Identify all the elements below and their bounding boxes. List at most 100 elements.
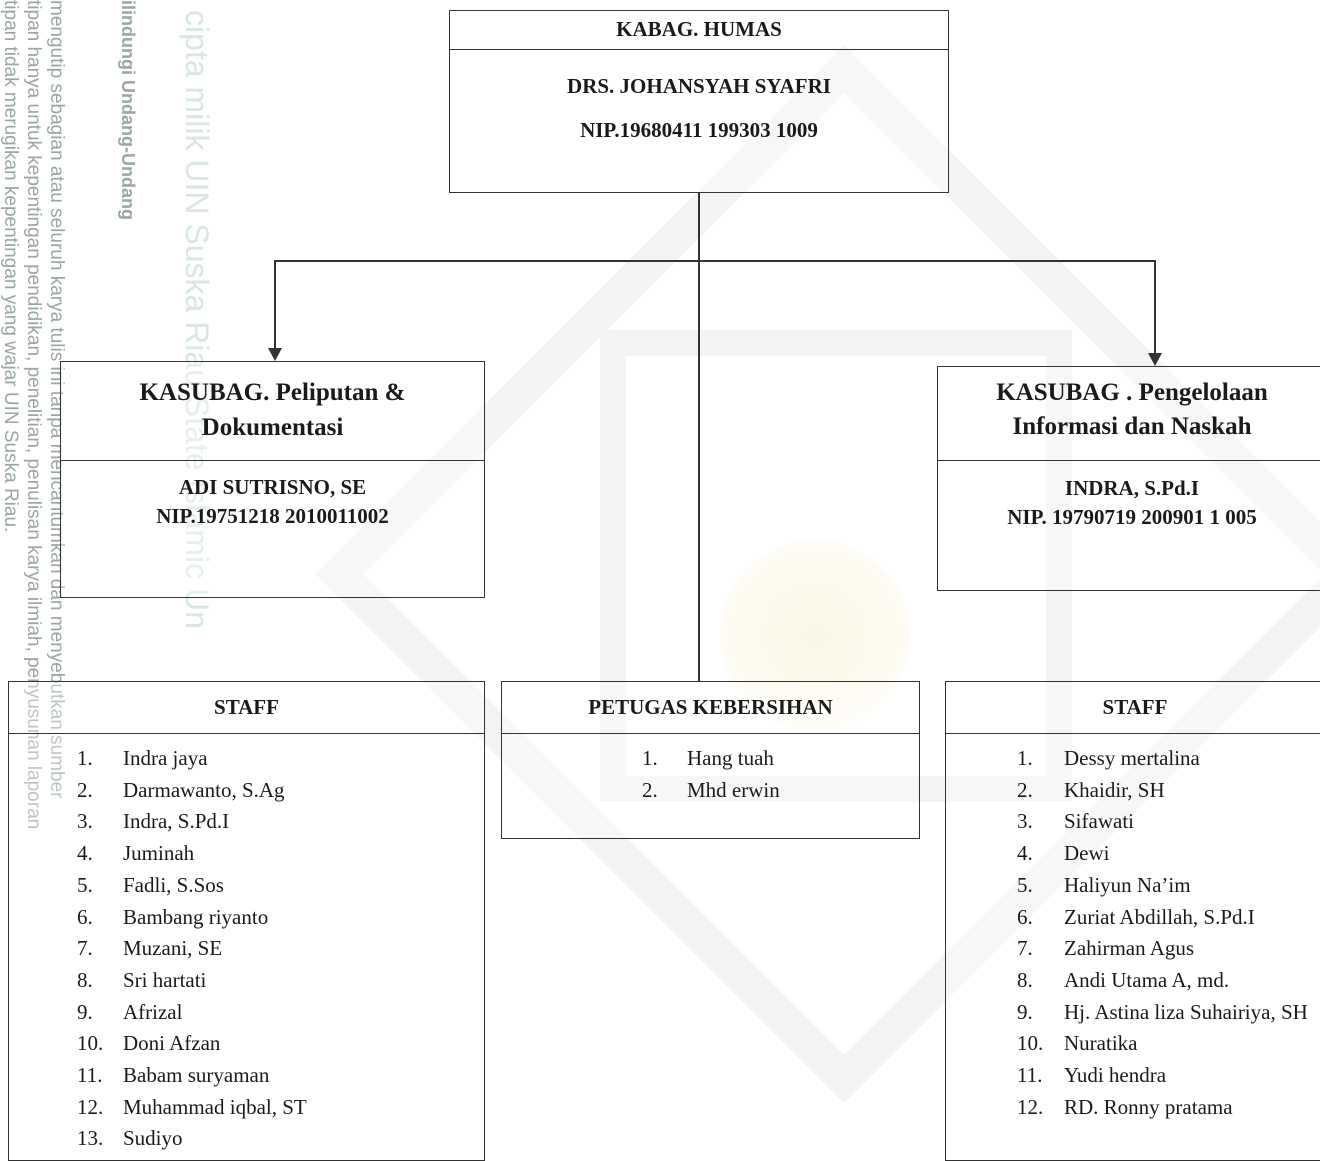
list-item: 7. Muzani, SE	[9, 933, 484, 965]
list-item-number: 9.	[77, 999, 93, 1024]
list-item-number: 3.	[77, 809, 93, 834]
copyright-heading: ilindungi Undang-Undang	[118, 0, 138, 220]
petugas-kebersihan-list: 1. Hang tuah 2. Mhd erwin	[502, 743, 919, 806]
list-item-name: Babam suryaman	[123, 1063, 270, 1088]
list-item-number: 5.	[1017, 872, 1033, 897]
list-item: 11. Babam suryaman	[9, 1060, 484, 1092]
list-item: 4.Dewi	[946, 838, 1320, 870]
list-item: 1.Indra jaya	[9, 743, 484, 775]
list-item: 1. Hang tuah	[502, 743, 919, 775]
kasubag-peliputan-nip: NIP.19751218 2010011002	[156, 504, 389, 528]
list-item-number: 10.	[1017, 1031, 1044, 1056]
list-item: 5. Haliyun Na’im	[946, 870, 1320, 902]
kasubag-pengelolaan-nip: NIP. 19790719 200901 1 005	[1007, 505, 1257, 529]
list-item-number: 6.	[1017, 904, 1033, 929]
kasubag-pengelolaan-name: INDRA, S.Pd.I	[1064, 476, 1200, 500]
kabag-humas-box: KABAG. HUMAS DRS. JOHANSYAH SYAFRI NIP.1…	[449, 10, 949, 193]
kabag-title: KABAG. HUMAS	[450, 11, 948, 50]
list-item-number: 7.	[77, 936, 93, 961]
arrow-down-icon	[268, 348, 282, 361]
list-item-name: Mhd erwin	[687, 777, 780, 802]
copyright-notes: tipan tidak merugikan kepentingan yang w…	[0, 0, 215, 829]
list-item-number: 12.	[1017, 1094, 1044, 1119]
staff-right-title: STAFF	[946, 682, 1320, 734]
list-item-name: Muhammad iqbal, ST	[123, 1094, 307, 1119]
connector-horizontal	[274, 260, 1156, 262]
list-item-name: Doni Afzan	[123, 1031, 221, 1056]
watermark-square	[600, 330, 1072, 802]
list-item-name: Andi Utama A, md.	[1064, 967, 1230, 992]
kasubag-peliputan-title-line1: KASUBAG. Peliputan &	[139, 379, 406, 406]
list-item-name: Hang tuah	[687, 746, 774, 770]
list-item-number: 11.	[77, 1063, 103, 1088]
list-item: 10.Doni Afzan	[9, 1028, 484, 1060]
list-item: 2. Mhd erwin	[502, 775, 919, 807]
arrow-down-icon	[1148, 353, 1162, 366]
list-item-number: 8.	[77, 967, 93, 992]
list-item: 7.Zahirman Agus	[946, 933, 1320, 965]
kasubag-peliputan-box: KASUBAG. Peliputan & Dokumentasi ADI SUT…	[60, 361, 485, 598]
list-item-name: Juminah	[123, 841, 195, 866]
list-item-name: Bambang riyanto	[123, 904, 269, 929]
list-item: 9. Hj. Astina liza Suhairiya, SH	[946, 997, 1320, 1029]
list-item: 8.Sri hartati	[9, 965, 484, 997]
staff-left-list: 1.Indra jaya 2.Darmawanto, S.Ag 3. Indra,…	[9, 743, 484, 1155]
staff-right-box: STAFF 1.Dessy mertalina 2. Khaidir, SH 3.…	[945, 681, 1320, 1161]
list-item: 12. Muhammad iqbal, ST	[9, 1092, 484, 1124]
kabag-nip: NIP.19680411 199303 1009	[580, 118, 818, 142]
list-item-name: Hj. Astina liza Suhairiya, SH	[1064, 999, 1308, 1024]
list-item-name: Fadli, S.Sos	[123, 872, 224, 897]
list-item-number: 4.	[1017, 841, 1033, 866]
copyright-note-line: tipan tidak merugikan kepentingan yang w…	[0, 0, 21, 533]
kasubag-peliputan-title-line2: Dokumentasi	[201, 414, 344, 441]
list-item-name: Zahirman Agus	[1064, 936, 1195, 961]
list-item: 2. Khaidir, SH	[946, 775, 1320, 807]
list-item-number: 2.	[77, 777, 93, 802]
list-item: 5. Fadli, S.Sos	[9, 870, 484, 902]
list-item-number: 1.	[1017, 746, 1033, 770]
list-item-number: 12.	[77, 1094, 104, 1119]
connector-trunk	[698, 193, 700, 681]
list-item-name: Zuriat Abdillah, S.Pd.I	[1064, 904, 1255, 929]
list-item: 2.Darmawanto, S.Ag	[9, 775, 484, 807]
list-item-name: Khaidir, SH	[1064, 777, 1165, 802]
list-item: 11.Yudi hendra	[946, 1060, 1320, 1092]
list-item: 3. Indra, S.Pd.I	[9, 806, 484, 838]
list-item-name: Indra jaya	[123, 746, 208, 770]
list-item-number: 4.	[77, 841, 93, 866]
copyright-note-line: mengutip sebagian atau seluruh karya tul…	[46, 0, 67, 799]
list-item-number: 13.	[77, 1126, 104, 1151]
list-item-number: 1.	[642, 746, 658, 770]
list-item-name: Afrizal	[123, 999, 183, 1024]
list-item: 3.Sifawati	[946, 806, 1320, 838]
list-item: 1.Dessy mertalina	[946, 743, 1320, 775]
list-item-number: 6.	[77, 904, 93, 929]
list-item-number: 9.	[1017, 999, 1033, 1024]
list-item-name: Yudi hendra	[1064, 1063, 1167, 1088]
list-item-name: Muzani, SE	[123, 936, 223, 961]
staff-right-list: 1.Dessy mertalina 2. Khaidir, SH 3.Sifawa…	[946, 743, 1320, 1123]
list-item-name: Nuratika	[1064, 1031, 1138, 1056]
list-item-number: 2.	[1017, 777, 1033, 802]
list-item: 4. Juminah	[9, 838, 484, 870]
copyright-watermark-title: cipta milik UIN Suska Riau State Islamic…	[179, 10, 215, 629]
kasubag-peliputan-title: KASUBAG. Peliputan & Dokumentasi	[61, 362, 484, 461]
list-item-name: Sudiyo	[123, 1126, 183, 1151]
staff-left-title: STAFF	[9, 682, 484, 734]
list-item-name: Indra, S.Pd.I	[123, 809, 230, 834]
connector-right-drop	[1154, 260, 1156, 354]
list-item-number: 5.	[77, 872, 93, 897]
list-item-name: RD. Ronny pratama	[1064, 1094, 1233, 1119]
list-item-number: 2.	[642, 777, 658, 802]
kasubag-pengelolaan-box: KASUBAG . Pengelolaan Informasi dan Nask…	[937, 366, 1320, 591]
list-item-name: Sifawati	[1064, 809, 1134, 834]
kasubag-pengelolaan-title-line2: Informasi dan Naskah	[1012, 413, 1252, 440]
kabag-name: DRS. JOHANSYAH SYAFRI	[567, 74, 831, 98]
kasubag-peliputan-name: ADI SUTRISNO, SE	[178, 475, 367, 499]
connector-left-drop	[274, 260, 276, 349]
list-item-name: Haliyun Na’im	[1064, 872, 1191, 897]
kasubag-pengelolaan-title: KASUBAG . Pengelolaan Informasi dan Nask…	[938, 367, 1320, 461]
petugas-kebersihan-title: PETUGAS KEBERSIHAN	[502, 682, 919, 734]
list-item: 6. Zuriat Abdillah, S.Pd.I	[946, 902, 1320, 934]
kasubag-pengelolaan-title-line1: KASUBAG . Pengelolaan	[996, 379, 1268, 406]
